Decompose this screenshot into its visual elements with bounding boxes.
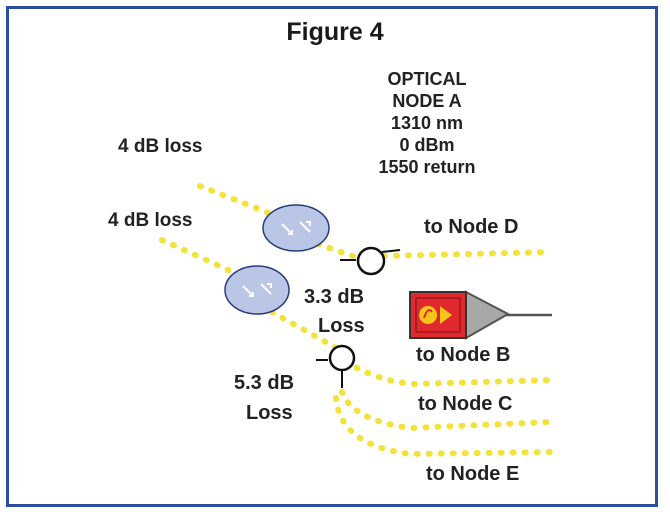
to-node-e-label: to Node E <box>426 463 520 485</box>
node-a-line: 1310 nm <box>390 113 464 133</box>
lower-splitter-loss-label: 4 dB loss <box>108 210 193 231</box>
fiber-to-node-d <box>381 249 553 259</box>
optical-node-a-label: OPTICAL NODE A 1310 nm 0 dBm 1550 return <box>352 68 502 178</box>
fiber-to-node-e <box>333 395 553 458</box>
figure-title: Figure 4 <box>286 18 384 46</box>
node-a-line: 0 dBm <box>399 135 455 155</box>
node-a-line: 1550 return <box>378 157 476 177</box>
node-a-line: OPTICAL <box>387 69 467 89</box>
fiber-lower-input <box>159 237 249 281</box>
to-node-c-label: to Node C <box>418 393 513 415</box>
tap-icon <box>340 246 401 276</box>
to-node-b-label: to Node B <box>416 344 511 366</box>
tap1-loss-unit: Loss <box>318 315 365 337</box>
to-node-d-label: to Node D <box>424 216 519 238</box>
fiber-to-tap2 <box>269 309 343 353</box>
node-a-line: NODE A <box>392 91 462 111</box>
fiber-to-node-c <box>339 389 553 432</box>
splitter-icon <box>262 204 330 252</box>
fiber-to-node-b <box>343 359 553 388</box>
tap1-loss-value: 3.3 dB <box>304 286 365 308</box>
tap2-loss-value: 5.3 dB <box>234 372 295 394</box>
splitter-icon <box>224 265 290 315</box>
figure-frame <box>6 6 658 507</box>
tap2-loss-unit: Loss <box>246 402 293 424</box>
tap-icon <box>316 344 356 388</box>
transmitter-icon <box>409 290 552 340</box>
upper-splitter-loss-label: 4 dB loss <box>118 136 203 157</box>
